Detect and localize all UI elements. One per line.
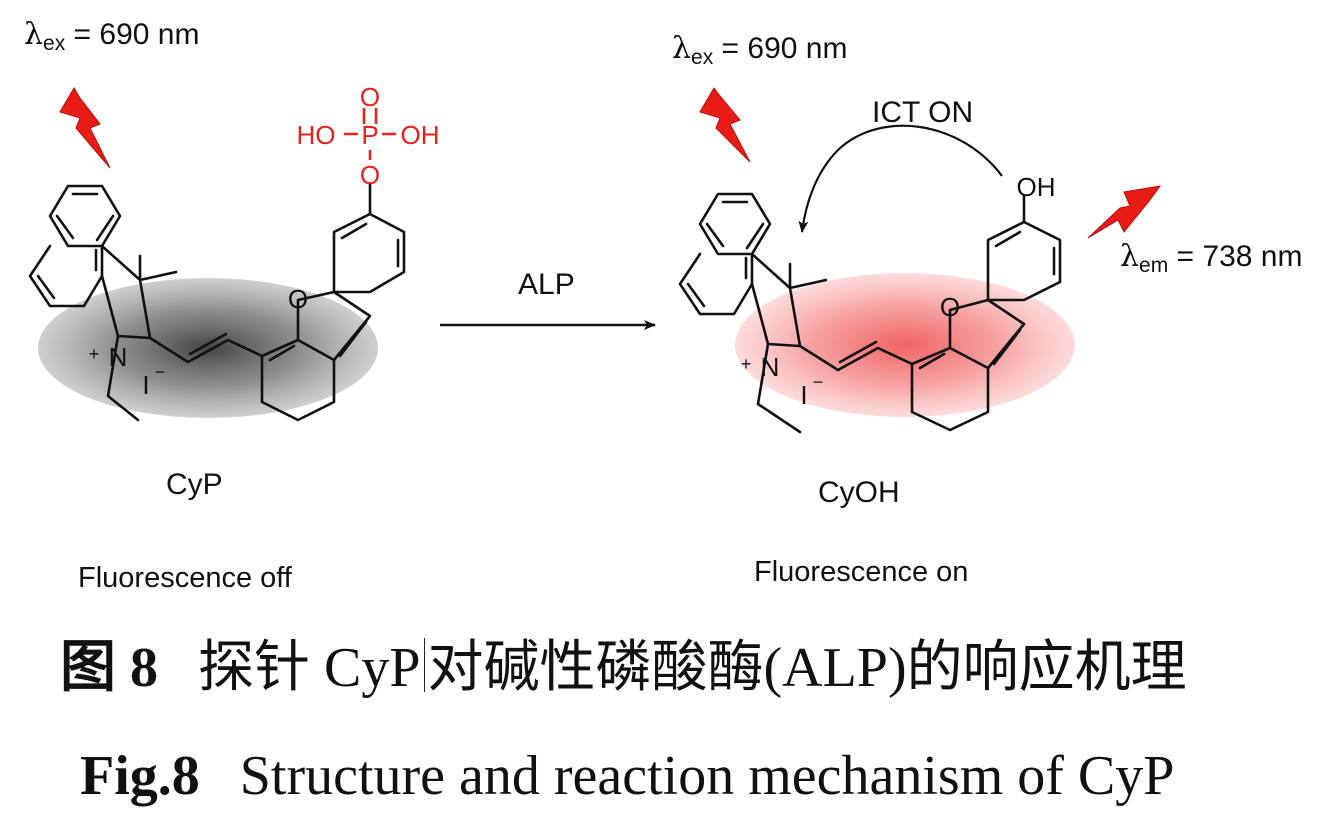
iodide: I: [142, 370, 149, 400]
cyp-name: CyP: [166, 468, 223, 501]
n-plus-right: +: [741, 354, 752, 374]
cyoh-state: Fluorescence on: [754, 556, 969, 588]
caption-en-text: Structure and reaction mechanism of CyP: [239, 745, 1175, 807]
phosphate-ho: HO: [297, 120, 336, 150]
cyp-structure: [28, 182, 406, 422]
phosphate-bridge-o: O: [360, 160, 380, 190]
cyp-state: Fluorescence off: [78, 562, 292, 594]
chromene-o-right: O: [940, 292, 960, 322]
phosphate-group: [344, 108, 396, 160]
n-plus: +: [89, 344, 100, 364]
alp-label: ALP: [518, 268, 575, 301]
cyoh-structure: [678, 192, 1062, 434]
caption-cn-label: 图 8: [60, 637, 158, 699]
iodide-right: I: [800, 380, 807, 410]
caption-en-label: Fig.8: [80, 745, 200, 807]
emission-bolt-icon: [1087, 185, 1162, 239]
emission-label: λem = 738 nm: [1120, 239, 1303, 277]
excitation-bolt-icon: [59, 87, 111, 169]
caption-cn-text-a: 探针 CyP: [198, 637, 421, 699]
excitation-bolt-icon-right: [699, 87, 751, 163]
iodide-minus-right: −: [813, 372, 824, 392]
right-excitation-label: λex = 690 nm: [672, 31, 848, 69]
iodide-minus: −: [155, 362, 166, 382]
caption-english: Fig.8 Structure and reaction mechanism of…: [80, 748, 1174, 804]
ict-arrow: [798, 124, 1003, 233]
left-excitation-label: λex = 690 nm: [24, 17, 200, 55]
ict-label: ICT ON: [872, 96, 974, 129]
phenol-oh: OH: [1017, 172, 1056, 202]
fluorescent-glow: [735, 273, 1075, 417]
phosphate-p: P: [361, 120, 378, 150]
indole-n: N: [109, 342, 128, 372]
phosphate-oh: OH: [401, 120, 440, 150]
phosphate-oxo-o: O: [360, 82, 380, 112]
cyoh-name: CyOH: [818, 476, 900, 509]
indole-n-right: N: [761, 352, 780, 382]
quenched-glow: [38, 278, 378, 418]
caption-cn-text-b: 对碱性磷酸酶(ALP)的响应机理: [427, 637, 1187, 699]
chromene-o: O: [288, 284, 308, 314]
caption-divider: [423, 638, 425, 692]
